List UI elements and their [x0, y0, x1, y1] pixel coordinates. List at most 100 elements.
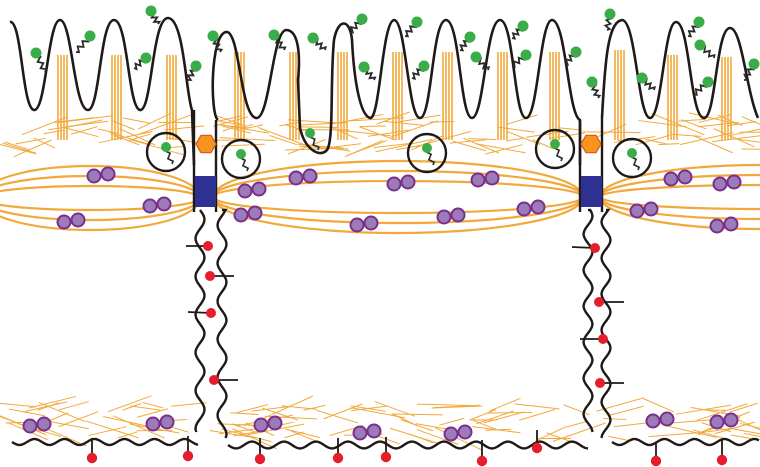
red-dot-icon	[381, 452, 391, 462]
red-dot-icon	[209, 375, 219, 385]
actin-filament	[488, 412, 532, 413]
green-dot-icon	[419, 61, 430, 72]
green-dot-icon	[471, 52, 482, 63]
green-dot-icon	[605, 9, 616, 20]
purple-double-ring-icon	[714, 178, 727, 191]
purple-double-ring-icon	[645, 203, 658, 216]
green-dot-icon	[161, 142, 171, 152]
purple-double-ring-icon	[58, 216, 71, 229]
green-dot-icon	[627, 148, 637, 158]
purple-double-ring-icon	[249, 207, 262, 220]
green-dot-icon	[31, 48, 42, 59]
purple-double-ring-icon	[102, 168, 115, 181]
red-dot-icon	[532, 443, 542, 453]
purple-double-ring-icon	[452, 209, 465, 222]
purple-double-ring-icon	[665, 173, 678, 186]
red-dot-icon	[595, 378, 605, 388]
purple-double-ring-icon	[711, 220, 724, 233]
purple-double-ring-icon	[459, 426, 472, 439]
green-dot-icon	[357, 14, 368, 25]
red-dot-icon	[651, 456, 661, 466]
red-dot-icon	[590, 243, 600, 253]
adherens-junction	[195, 176, 216, 207]
purple-double-ring-icon	[304, 170, 317, 183]
purple-double-ring-icon	[728, 176, 741, 189]
purple-double-ring-icon	[290, 172, 303, 185]
purple-double-ring-icon	[402, 176, 415, 189]
purple-double-ring-icon	[351, 219, 364, 232]
red-dot-icon	[183, 451, 193, 461]
green-dot-icon	[518, 21, 529, 32]
purple-double-ring-icon	[631, 205, 644, 218]
purple-double-ring-icon	[144, 200, 157, 213]
purple-double-ring-icon	[647, 415, 660, 428]
actin-filament	[583, 132, 640, 133]
green-dot-icon	[208, 31, 219, 42]
purple-double-ring-icon	[486, 172, 499, 185]
adherens-junction	[581, 176, 602, 207]
green-dot-icon	[412, 17, 423, 28]
green-dot-icon	[587, 77, 598, 88]
red-dot-icon	[333, 453, 343, 463]
actin-filament	[300, 127, 338, 128]
green-dot-icon	[359, 62, 370, 73]
purple-double-ring-icon	[445, 428, 458, 441]
purple-double-ring-icon	[679, 171, 692, 184]
green-dot-icon	[703, 77, 714, 88]
purple-double-ring-icon	[725, 414, 738, 427]
purple-double-ring-icon	[24, 420, 37, 433]
actin-filament	[360, 126, 386, 127]
purple-double-ring-icon	[158, 198, 171, 211]
purple-double-ring-icon	[161, 416, 174, 429]
red-dot-icon	[477, 456, 487, 466]
green-dot-icon	[191, 61, 202, 72]
green-dot-icon	[571, 47, 582, 58]
red-dot-icon	[203, 241, 213, 251]
green-dot-icon	[422, 143, 432, 153]
purple-double-ring-icon	[661, 413, 674, 426]
purple-double-ring-icon	[438, 211, 451, 224]
green-dot-icon	[637, 73, 648, 84]
red-dot-icon	[717, 455, 727, 465]
red-dot-icon	[87, 453, 97, 463]
purple-double-ring-icon	[269, 417, 282, 430]
purple-double-ring-icon	[354, 427, 367, 440]
green-dot-icon	[749, 59, 760, 70]
green-dot-icon	[694, 17, 705, 28]
purple-double-ring-icon	[88, 170, 101, 183]
red-dot-icon	[206, 308, 216, 318]
purple-double-ring-icon	[711, 416, 724, 429]
green-dot-icon	[550, 139, 560, 149]
green-dot-icon	[465, 32, 476, 43]
red-dot-icon	[205, 271, 215, 281]
actin-filament	[704, 410, 726, 411]
purple-double-ring-icon	[365, 217, 378, 230]
green-dot-icon	[305, 128, 315, 138]
purple-double-ring-icon	[235, 209, 248, 222]
purple-double-ring-icon	[532, 201, 545, 214]
red-dot-icon	[598, 334, 608, 344]
red-dot-icon	[255, 454, 265, 464]
green-dot-icon	[521, 50, 532, 61]
green-dot-icon	[695, 40, 706, 51]
purple-double-ring-icon	[368, 425, 381, 438]
purple-double-ring-icon	[388, 178, 401, 191]
purple-double-ring-icon	[239, 185, 252, 198]
green-dot-icon	[236, 149, 246, 159]
green-dot-icon	[269, 30, 280, 41]
purple-double-ring-icon	[472, 174, 485, 187]
purple-double-ring-icon	[518, 203, 531, 216]
green-dot-icon	[146, 6, 157, 17]
purple-double-ring-icon	[72, 214, 85, 227]
green-dot-icon	[308, 33, 319, 44]
orange-hexagon-icon	[196, 135, 216, 152]
purple-double-ring-icon	[253, 183, 266, 196]
purple-double-ring-icon	[725, 218, 738, 231]
red-dot-icon	[594, 297, 604, 307]
green-dot-icon	[85, 31, 96, 42]
orange-hexagon-icon	[581, 135, 601, 152]
green-dot-icon	[141, 53, 152, 64]
purple-double-ring-icon	[255, 419, 268, 432]
purple-double-ring-icon	[38, 418, 51, 431]
